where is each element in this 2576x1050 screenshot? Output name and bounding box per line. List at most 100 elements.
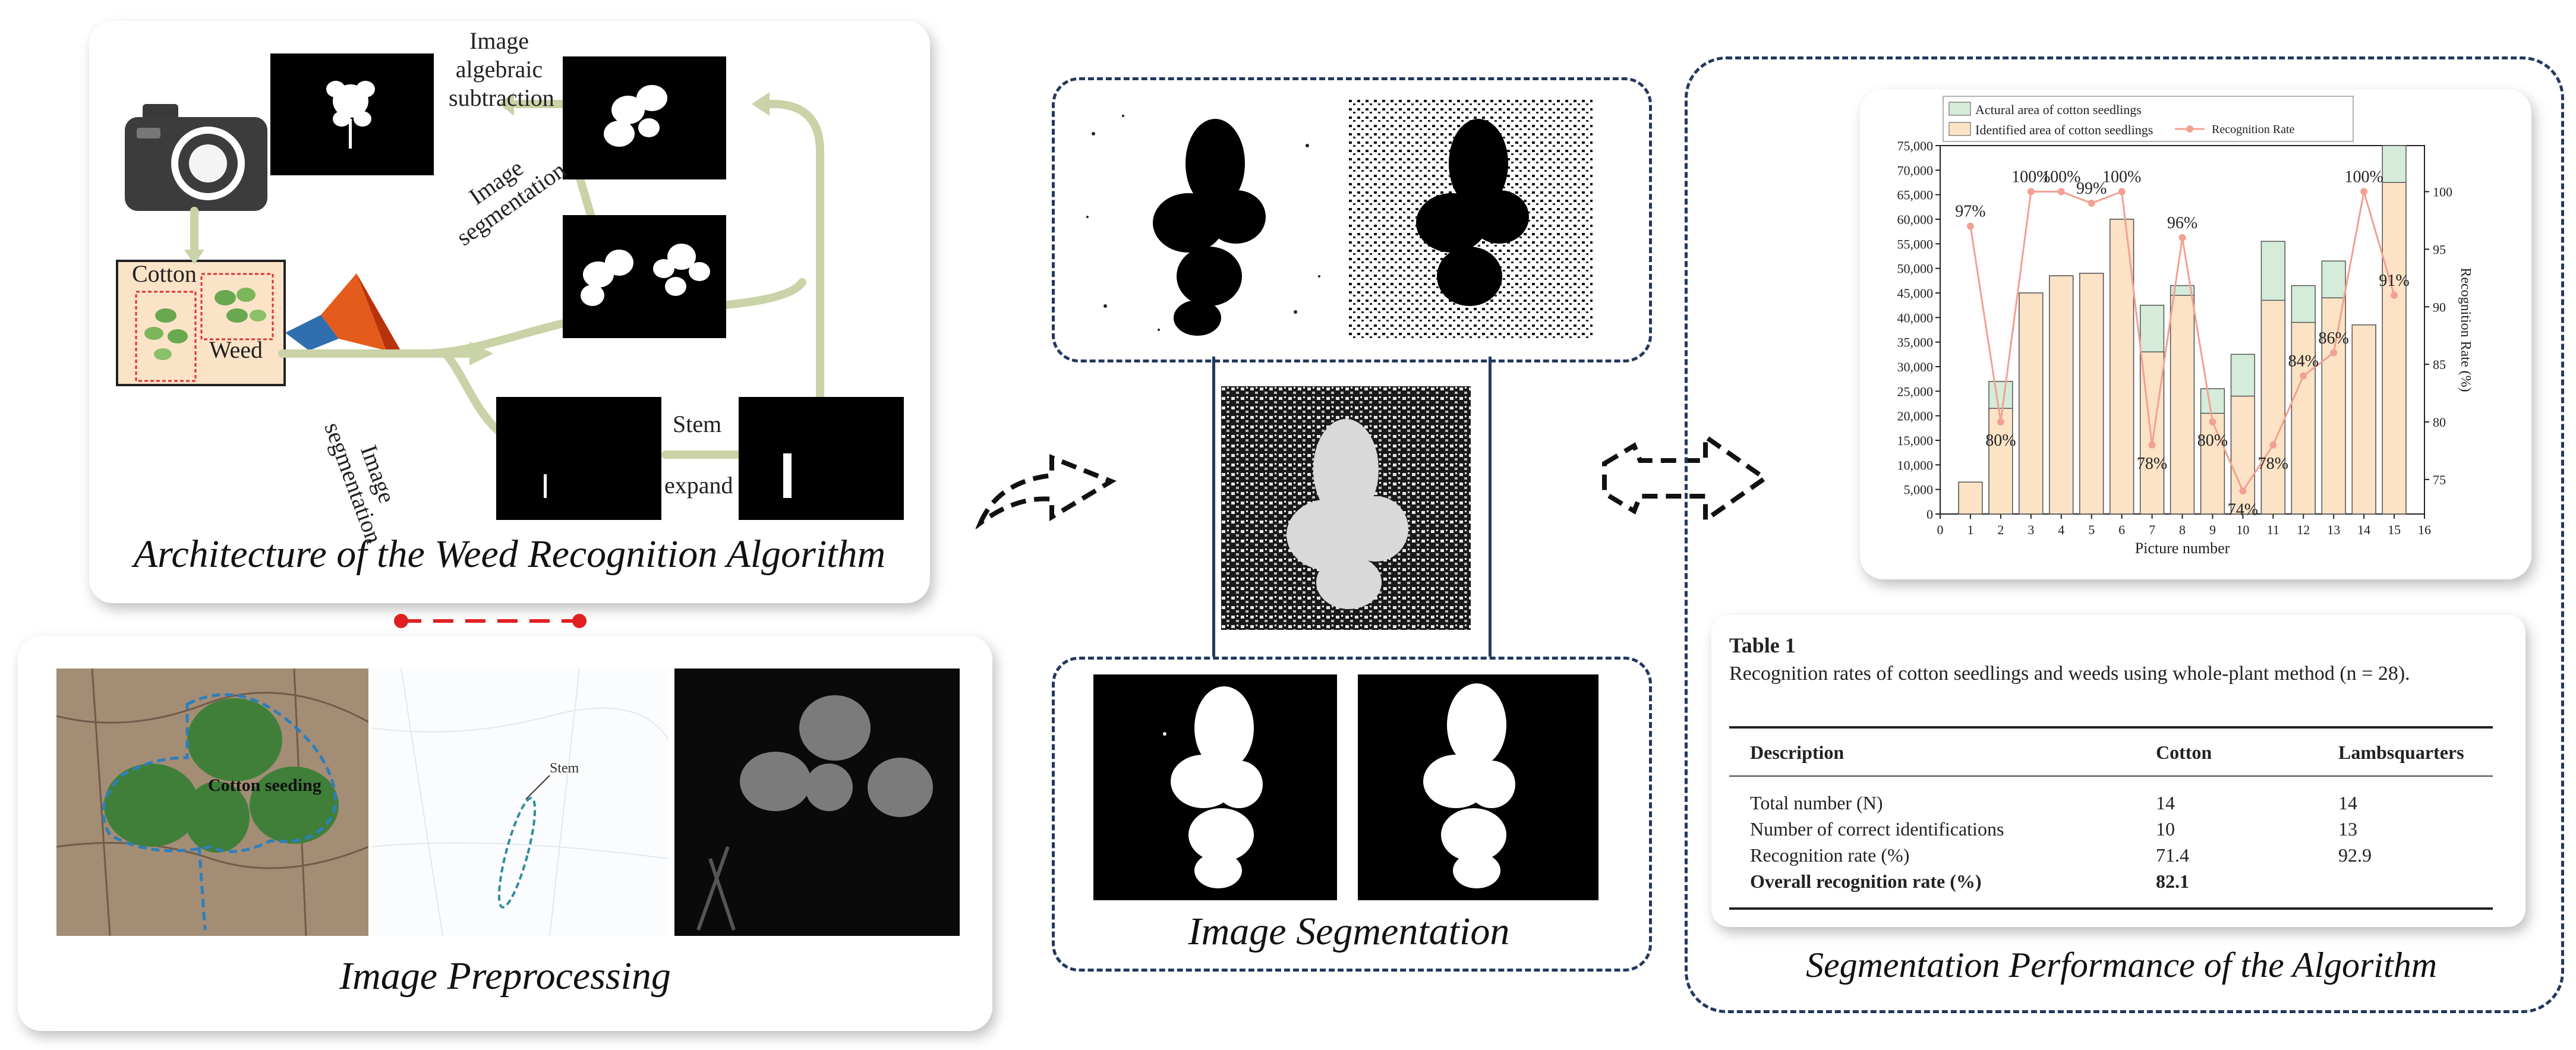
table-rule-top: [1729, 726, 2493, 729]
stem-expanded-image: [739, 397, 904, 520]
recognition-rate-label: 78%: [2137, 455, 2167, 473]
recognition-rate-point: [2027, 188, 2035, 196]
legend-label-actual: Actural area of cotton seedlings: [1975, 102, 2142, 117]
segmented-cotton-image-1: [1093, 674, 1337, 900]
x-tick-label: 11: [2267, 522, 2279, 537]
weed-only-image: [563, 56, 726, 179]
stem-pointer-label: Stem: [550, 761, 579, 776]
x-tick-label: 5: [2088, 522, 2095, 537]
y2-tick-label: 100: [2433, 185, 2452, 200]
y2-tick-label: 75: [2433, 472, 2446, 487]
legend-label-identified: Identified area of cotton seedlings: [1975, 122, 2153, 137]
table-row-3-label: Overall recognition rate (%): [1750, 871, 1982, 892]
recognition-rate-label: 100%: [2102, 168, 2141, 187]
table-row-2-lamb: 92.9: [2338, 844, 2372, 866]
recognition-rate-point: [2239, 487, 2247, 495]
bar-identified-area: [2382, 182, 2407, 515]
recognition-rate-label: 100%: [2011, 168, 2050, 187]
y-tick-label: 65,000: [1897, 188, 1934, 203]
grayscale-image: [674, 669, 960, 936]
recognition-rate-label: 78%: [2258, 455, 2288, 473]
bar-identified-area: [2291, 321, 2316, 515]
table-row-1-lamb: 13: [2338, 818, 2357, 840]
recognition-rate-point: [2178, 234, 2186, 241]
performance-frame: [1685, 56, 2564, 1013]
y2-axis-label: Recognition Rate (%): [2458, 267, 2473, 392]
stem-sketch-image: [371, 668, 669, 937]
x-tick-label: 10: [2236, 522, 2249, 537]
table-row-2-cotton: 71.4: [2156, 844, 2189, 866]
table-panel: [1711, 615, 2525, 927]
bar-identified-area: [2049, 275, 2074, 515]
table-row-1-cotton: 10: [2156, 818, 2175, 840]
cotton-label: Cotton: [132, 260, 197, 287]
bar-identified-area: [2351, 324, 2376, 515]
y-tick-label: 20,000: [1897, 409, 1934, 424]
recognition-rate-point: [2118, 188, 2126, 196]
table-row-3-cotton: 82.1: [2156, 871, 2189, 892]
y-tick-label: 60,000: [1897, 212, 1934, 227]
x-tick-label: 6: [2118, 522, 2125, 537]
table-row-0-cotton: 14: [2156, 792, 2175, 813]
recognition-rate-point: [2269, 441, 2277, 449]
table-row-0-label: Total number (N): [1750, 792, 1883, 813]
table-row-0-lamb: 14: [2338, 792, 2357, 813]
recognition-rate-label: 74%: [2228, 500, 2258, 519]
table-rule-bottom: [1729, 907, 2493, 910]
bar-identified-area: [2260, 299, 2285, 515]
y2-tick-label: 85: [2433, 357, 2446, 372]
noise-seg-image: [1221, 386, 1471, 630]
table-header-lambsquarters: Lambsquarters: [2338, 742, 2464, 763]
y-tick-label: 40,000: [1897, 310, 1934, 325]
table-rule-mid: [1729, 775, 2493, 777]
recognition-rate-label: 80%: [1985, 431, 2016, 450]
y2-tick-label: 95: [2433, 242, 2446, 257]
segmentation-bottom-frame: [1052, 657, 1652, 972]
arrow-to-performance-icon: [1602, 432, 1769, 525]
y-tick-label: 75,000: [1897, 138, 1934, 153]
x-tick-label: 2: [1997, 522, 2004, 537]
table-description: Recognition rates of cotton seedlings an…: [1729, 663, 2410, 685]
matlab-logo-icon: [285, 267, 404, 371]
x-tick-label: 3: [2028, 522, 2034, 537]
recognition-rate-label: 80%: [2197, 431, 2228, 450]
y-tick-label: 5,000: [1904, 483, 1934, 497]
threshold-image-1: [1070, 98, 1343, 339]
bar-identified-area: [2019, 292, 2044, 515]
x-tick-label: 7: [2149, 522, 2155, 537]
bar-identified-area: [2200, 412, 2225, 515]
x-tick-label: 14: [2357, 522, 2370, 537]
camera-icon: [125, 104, 267, 214]
y2-tick-label: 80: [2433, 415, 2446, 430]
x-tick-label: 1: [1967, 522, 1973, 537]
bar-identified-area: [2079, 273, 2104, 515]
segmentation-caption: Image Segmentation: [1188, 910, 1510, 953]
x-tick-label: 4: [2058, 522, 2064, 537]
architecture-caption: Architecture of the Weed Recognition Alg…: [133, 532, 886, 576]
bar-identified-area: [2110, 219, 2134, 515]
recognition-chart: 05,00010,00015,00020,00025,00030,00035,0…: [1897, 96, 2473, 557]
recognition-rate-point: [2330, 349, 2338, 357]
performance-caption: Segmentation Performance of the Algorith…: [1805, 945, 2438, 985]
x-tick-label: 13: [2327, 522, 2340, 537]
x-tick-label: 15: [2388, 522, 2401, 537]
y-tick-label: 0: [1927, 507, 1933, 522]
y-tick-label: 25,000: [1897, 384, 1934, 399]
y-tick-label: 30,000: [1897, 360, 1934, 374]
bar-identified-area: [2170, 295, 2195, 515]
table-header-description: Description: [1750, 742, 1844, 763]
recognition-rate-label: 91%: [2379, 272, 2409, 290]
expand-label: expand: [664, 472, 733, 499]
segmented-plants-image: [563, 215, 726, 338]
recognition-rate-label: 96%: [2167, 214, 2197, 232]
connector-line-left: [1212, 357, 1215, 657]
legend-marker-rate: [2186, 125, 2193, 133]
recognition-rate-point: [2148, 441, 2156, 449]
bar-identified-area: [1958, 481, 1983, 515]
y2-tick-label: 90: [2433, 299, 2446, 314]
x-tick-label: 16: [2418, 522, 2431, 537]
table-row-2-label: Recognition rate (%): [1750, 844, 1910, 866]
recognition-rate-point: [1966, 222, 1974, 230]
recognition-rate-label: 97%: [1955, 203, 1985, 221]
subtraction-result-image: [270, 53, 434, 175]
